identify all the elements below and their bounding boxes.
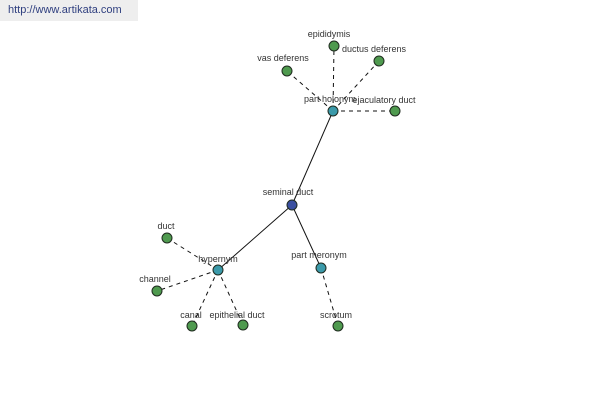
label-epididymis[interactable]: epididymis xyxy=(308,29,351,39)
label-channel[interactable]: channel xyxy=(139,274,171,284)
node-hypernym[interactable] xyxy=(212,264,224,276)
edges-layer xyxy=(156,45,395,327)
label-seminal-duct[interactable]: seminal duct xyxy=(263,187,314,197)
label-ductus-deferens[interactable]: ductus deferens xyxy=(342,44,407,54)
node-part-meronym[interactable] xyxy=(315,262,327,274)
label-hypernym[interactable]: hypernym xyxy=(198,254,238,264)
node-scrotum[interactable] xyxy=(332,320,344,332)
artikata-url[interactable]: http://www.artikata.com xyxy=(0,0,138,21)
edge-seminal-duct-to-part-holonym xyxy=(291,110,334,206)
node-canal[interactable] xyxy=(186,320,198,332)
labels-layer: seminal duct part holonym hypernym part mer… xyxy=(139,29,416,320)
edge-hypernym-to-canal xyxy=(191,269,219,327)
label-scrotum[interactable]: scrotum xyxy=(320,310,352,320)
node-ejaculatory-duct[interactable] xyxy=(389,105,401,117)
node-seminal-duct[interactable] xyxy=(286,199,298,211)
node-ductus-deferens[interactable] xyxy=(373,55,385,67)
edge-hypernym-to-epithelial-duct xyxy=(217,269,244,326)
edge-part-holonym-to-vas-deferens xyxy=(286,70,334,112)
label-canal[interactable]: canal xyxy=(180,310,202,320)
label-epithelial-duct[interactable]: epithelial duct xyxy=(209,310,265,320)
node-part-holonym[interactable] xyxy=(327,105,339,117)
edge-seminal-duct-to-part-meronym xyxy=(291,204,322,269)
node-vas-deferens[interactable] xyxy=(281,65,293,77)
label-ejaculatory-duct[interactable]: ejaculatory duct xyxy=(352,95,416,105)
edge-seminal-duct-to-hypernym xyxy=(217,204,293,271)
node-epithelial-duct[interactable] xyxy=(237,319,249,331)
edge-part-holonym-to-epididymis xyxy=(332,45,335,112)
label-part-meronym[interactable]: part meronym xyxy=(291,250,347,260)
edge-hypernym-to-duct xyxy=(166,237,219,271)
edge-part-holonym-to-ductus-deferens xyxy=(332,60,380,112)
nodes-layer xyxy=(151,40,401,332)
edge-part-meronym-to-scrotum xyxy=(320,267,339,327)
node-epididymis[interactable] xyxy=(328,40,340,52)
label-part-holonym[interactable]: part holonym xyxy=(304,94,356,104)
label-vas-deferens[interactable]: vas deferens xyxy=(257,53,309,63)
label-duct[interactable]: duct xyxy=(157,221,175,231)
node-channel[interactable] xyxy=(151,285,163,297)
edge-hypernym-to-channel xyxy=(156,269,219,292)
node-duct[interactable] xyxy=(161,232,173,244)
